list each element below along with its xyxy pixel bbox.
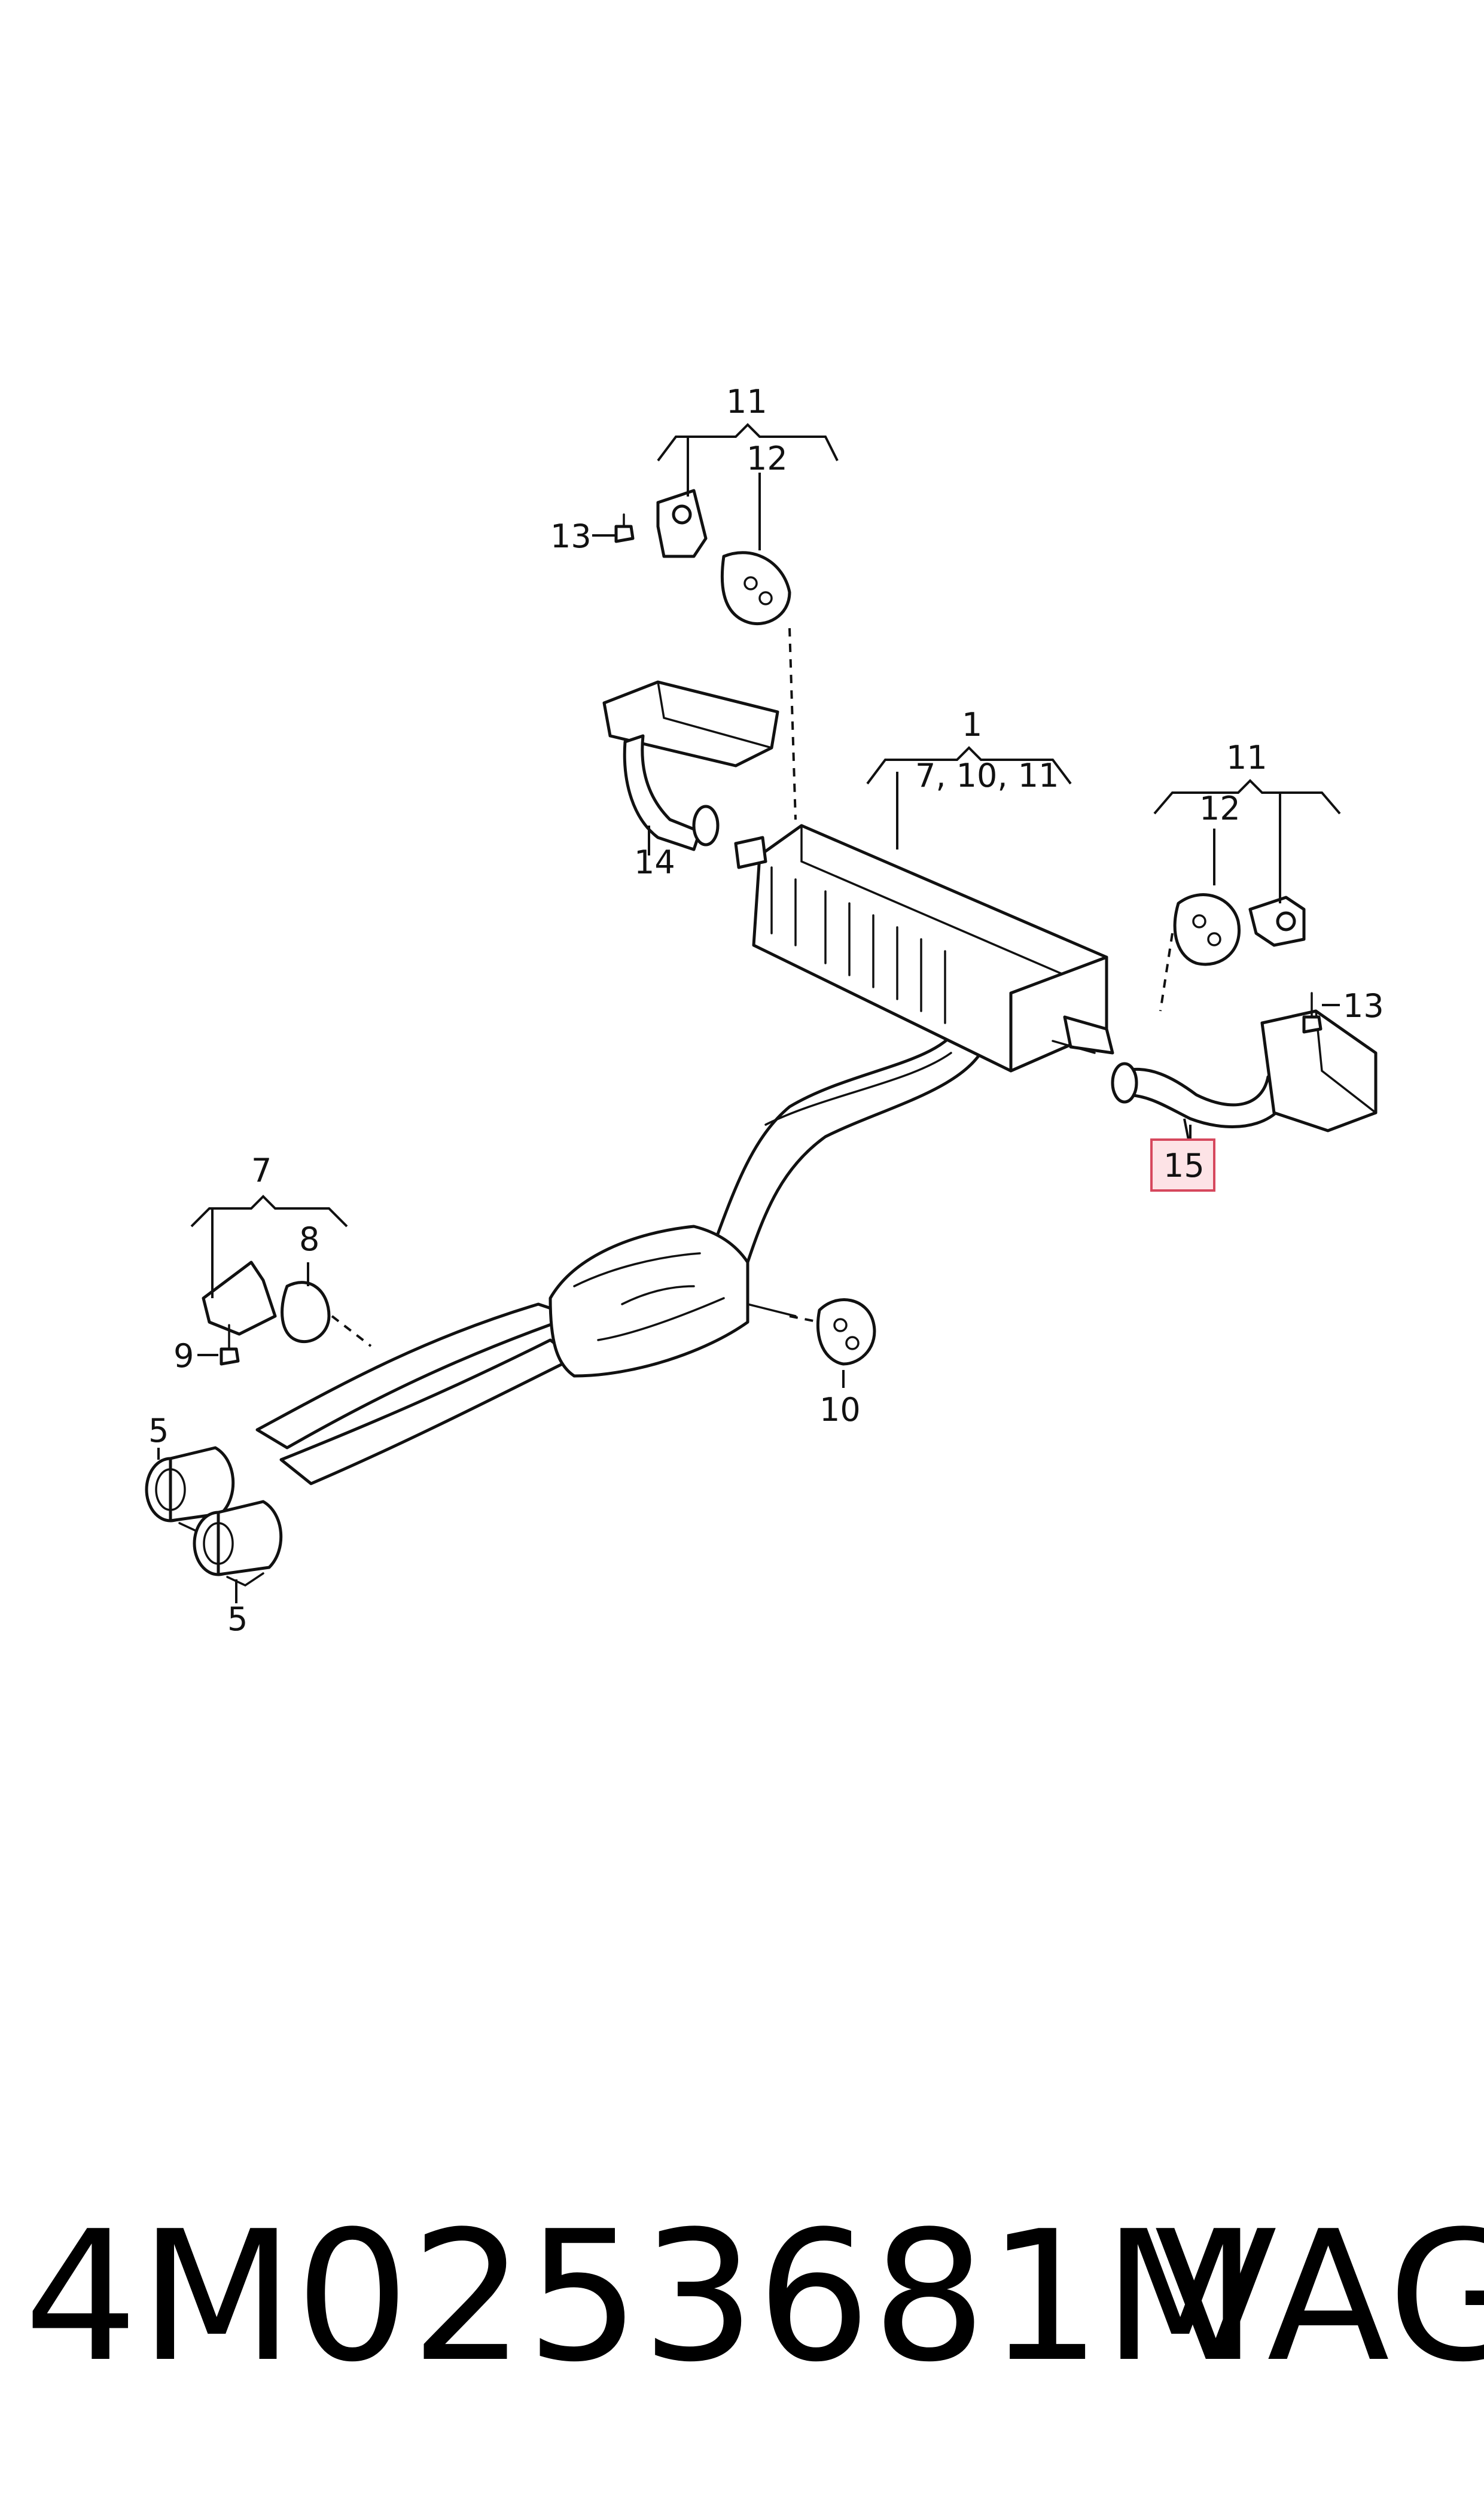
callout-1-subparts: 7, 10, 11 [915, 757, 1059, 794]
rear-silencer [734, 824, 1114, 1073]
callout-14: 14 [634, 844, 675, 881]
callout-5-lower: 5 [227, 1600, 248, 1638]
leader-lines [157, 423, 1341, 1603]
catalytic-converter [548, 1225, 797, 1378]
callout-10: 10 [819, 1391, 861, 1429]
callout-9: 9 [173, 1337, 194, 1375]
rubber-mount-top [720, 551, 791, 626]
callout-13-right: 13 [1343, 987, 1384, 1025]
main-exhaust-pipe [255, 1027, 989, 1485]
bracket-top [656, 489, 708, 558]
bolt-left [220, 1324, 240, 1366]
callout-1: 1 [962, 706, 982, 744]
callout-15-highlight-box [1150, 1138, 1215, 1192]
rubber-mount-left [281, 1281, 331, 1344]
callout-7: 7 [251, 1152, 272, 1189]
rubber-mount-middle [816, 1298, 876, 1366]
rubber-mount-right [1173, 893, 1241, 966]
callout-12-top: 12 [746, 440, 788, 477]
callout-8: 8 [299, 1220, 319, 1258]
bolt-right [1302, 992, 1323, 1034]
callout-11-top: 11 [726, 383, 767, 421]
callout-11-right: 11 [1226, 739, 1267, 777]
callout-5-upper: 5 [148, 1412, 169, 1450]
bracket-right [1248, 896, 1306, 947]
bracket-left [202, 1260, 277, 1336]
brand-name: VAG [1154, 2193, 1484, 2401]
right-tail-pipe [1052, 1009, 1378, 1132]
part-number: 4M0253681M [24, 2193, 1259, 2401]
callout-12-right: 12 [1199, 790, 1241, 827]
left-tail-pipe [602, 680, 779, 851]
bolt-left-top [614, 513, 635, 543]
clamp-lower [193, 1500, 283, 1587]
callout-15: 15 [1163, 1147, 1205, 1185]
callout-13-left: 13 [550, 517, 592, 555]
